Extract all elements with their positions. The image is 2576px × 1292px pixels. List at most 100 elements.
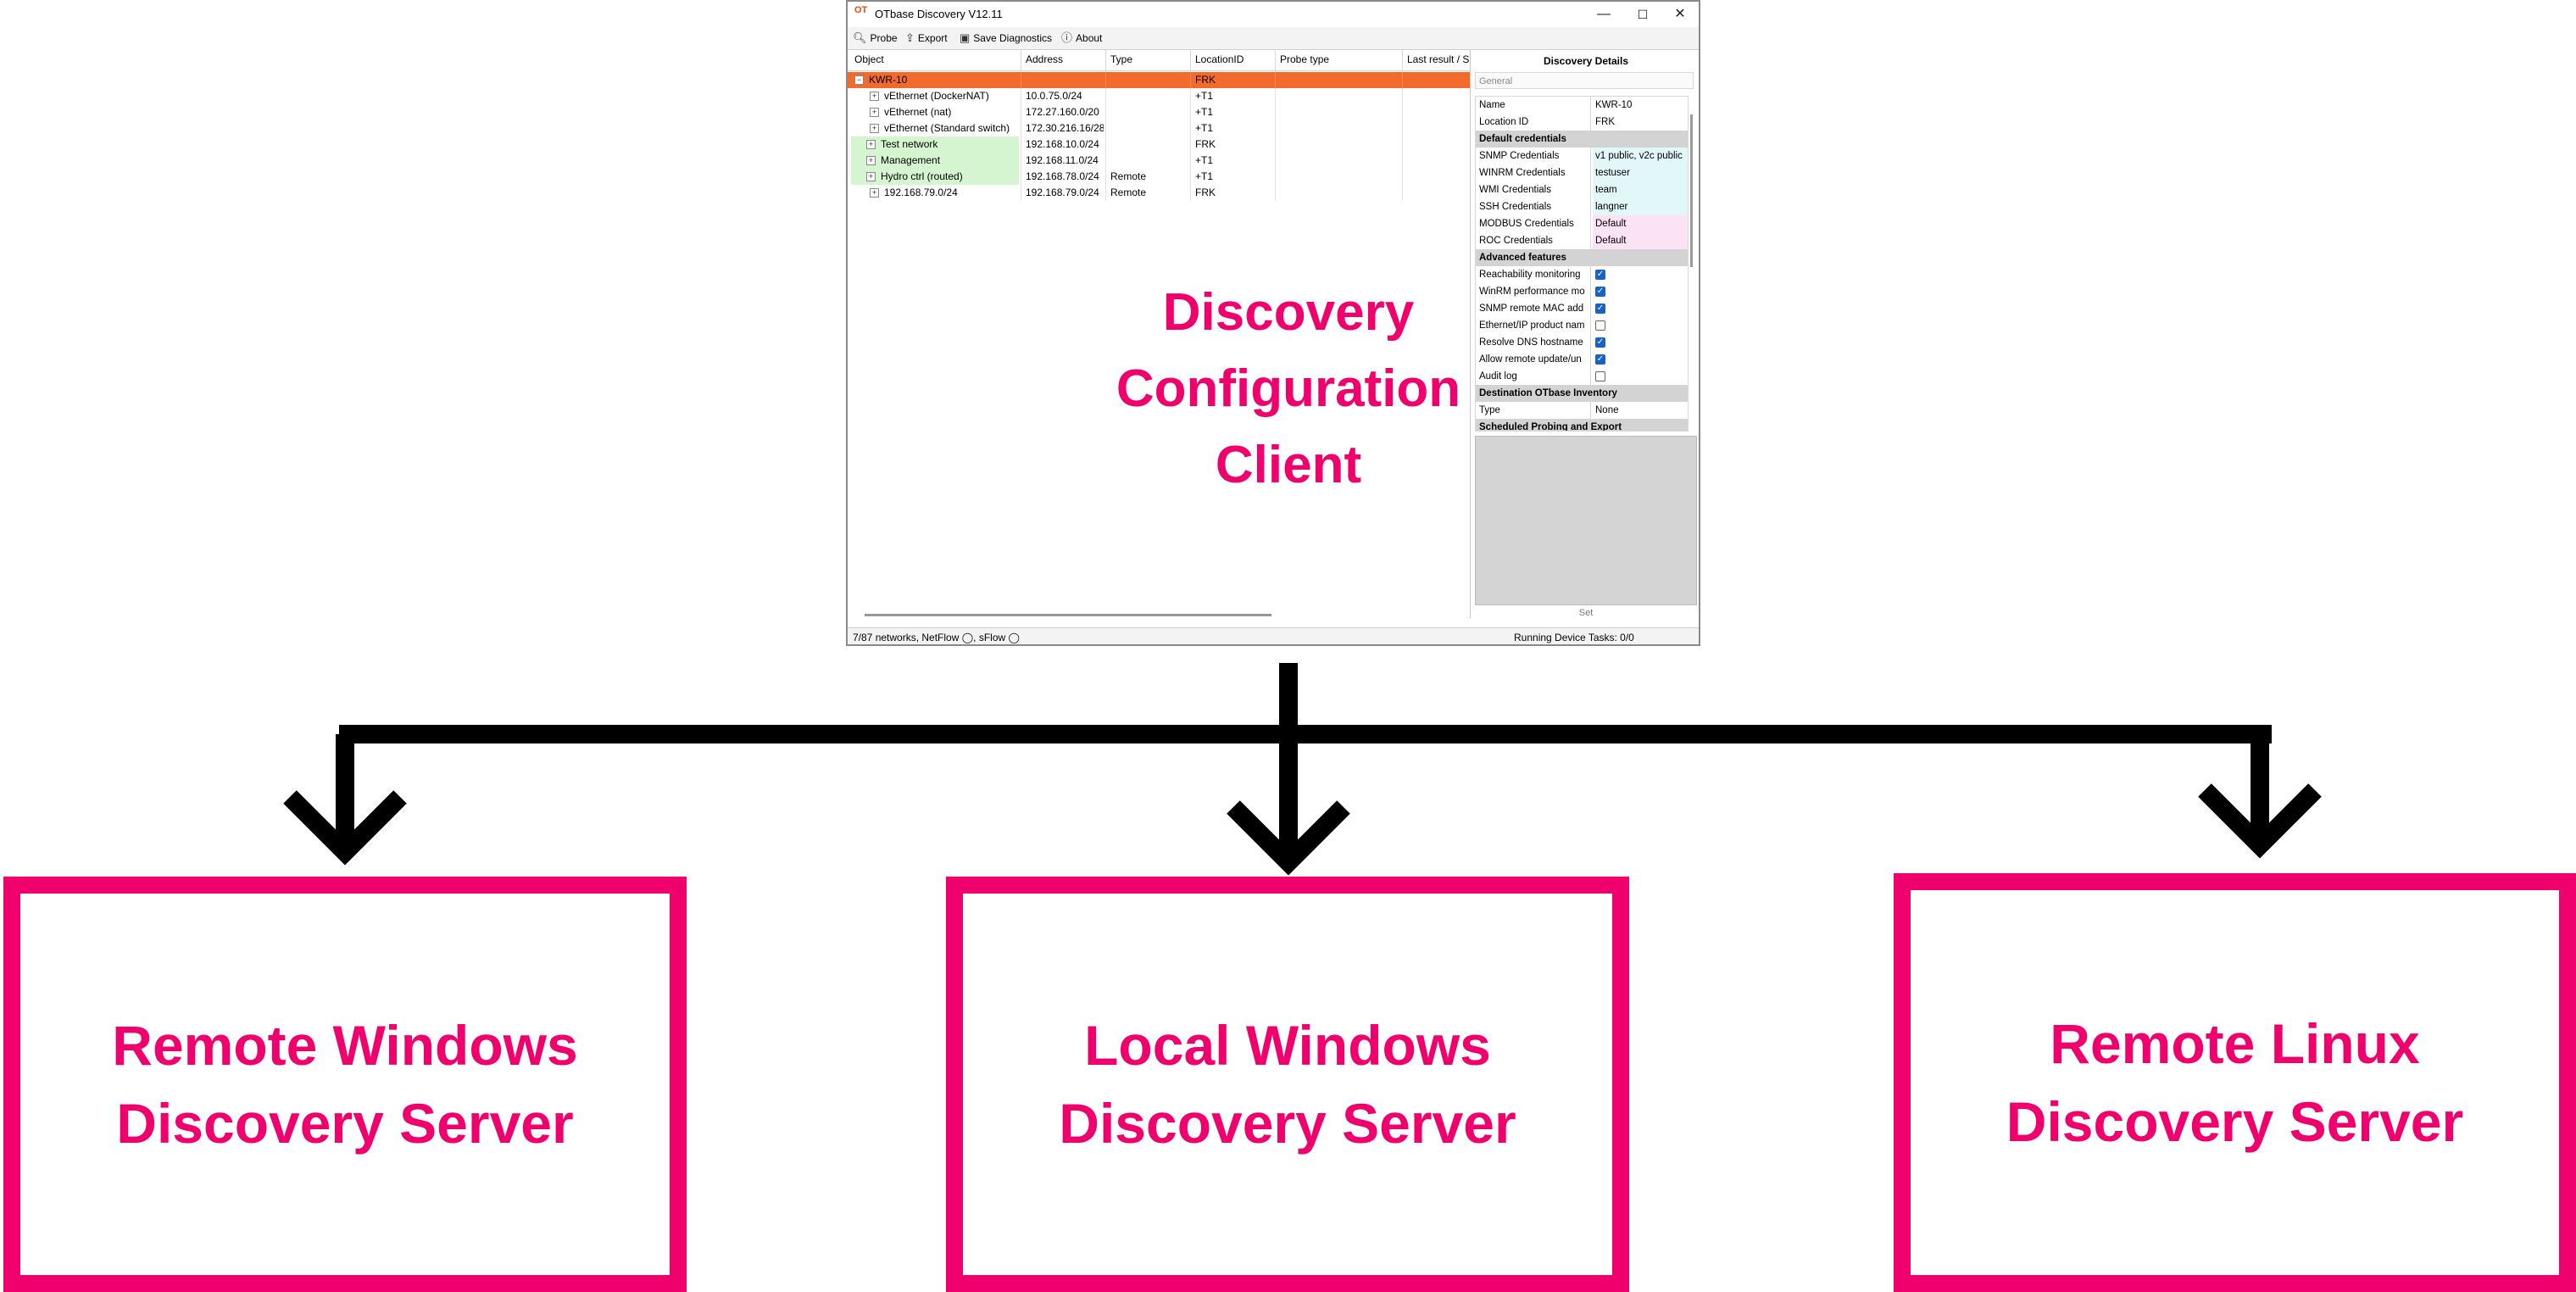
expand-icon[interactable]: +: [870, 108, 879, 118]
expand-icon[interactable]: +: [870, 92, 879, 102]
column-separator[interactable]: [1275, 50, 1276, 70]
remote-windows-server-box: Remote Windows Discovery Server: [3, 877, 687, 1292]
property-value[interactable]: Default: [1593, 232, 1688, 249]
property-value[interactable]: None: [1595, 405, 1619, 415]
cell-address: 192.168.10.0/24: [1026, 138, 1099, 150]
cell-location: +T1: [1195, 122, 1214, 134]
property-value[interactable]: langner: [1593, 198, 1688, 215]
cell-location: FRK: [1195, 138, 1216, 150]
property-allow-remote-update[interactable]: Allow remote update/un ✓: [1476, 351, 1688, 368]
property-value[interactable]: FRK: [1595, 117, 1615, 127]
property-reachability-monitoring[interactable]: Reachability monitoring ✓: [1476, 266, 1688, 283]
property-ethernet-ip-product[interactable]: Ethernet/IP product nam: [1476, 317, 1688, 334]
collapse-icon[interactable]: −: [854, 75, 864, 86]
about-label: About: [1076, 32, 1103, 44]
app-window: OT OTbase Discovery V12.11 — ☐ ✕ 🔍︎ Prob…: [846, 0, 1700, 646]
property-winrm-performance[interactable]: WinRM performance mo ✓: [1476, 283, 1688, 300]
property-winrm-credentials[interactable]: WINRM Credentials testuser: [1476, 164, 1688, 181]
section-default-credentials[interactable]: Default credentials: [1476, 131, 1688, 148]
cell-address: 192.168.11.0/24: [1026, 154, 1099, 166]
property-key: Location ID: [1479, 117, 1529, 127]
info-icon: ⓘ: [1061, 31, 1073, 44]
search-icon: 🔍︎: [853, 31, 867, 44]
cell-address: 192.168.78.0/24: [1026, 170, 1099, 182]
column-header-probe-type[interactable]: Probe type: [1280, 53, 1330, 65]
checkbox-checked[interactable]: ✓: [1595, 354, 1605, 365]
client-label-line: Discovery: [1162, 283, 1415, 342]
checkbox-checked[interactable]: ✓: [1595, 270, 1605, 280]
minimize-button[interactable]: —: [1597, 7, 1611, 21]
expand-icon[interactable]: +: [870, 124, 879, 134]
cell-object: −KWR-10: [854, 72, 1019, 88]
property-value[interactable]: testuser: [1593, 164, 1688, 181]
category-select[interactable]: General: [1475, 72, 1694, 89]
checkbox-checked[interactable]: ✓: [1595, 337, 1605, 348]
probe-button[interactable]: 🔍︎ Probe: [853, 31, 898, 46]
property-type[interactable]: Type None: [1476, 402, 1688, 419]
property-snmp-remote-mac[interactable]: SNMP remote MAC add ✓: [1476, 300, 1688, 317]
maximize-button[interactable]: ☐: [1637, 8, 1649, 21]
column-separator[interactable]: [1105, 50, 1106, 70]
property-snmp-credentials[interactable]: SNMP Credentials v1 public, v2c public: [1476, 148, 1688, 164]
cell-address: 10.0.75.0/24: [1026, 90, 1082, 102]
cell-text: 192.168.79.0/24: [884, 187, 958, 198]
checkbox-checked[interactable]: ✓: [1595, 304, 1605, 314]
checkbox-unchecked[interactable]: [1595, 371, 1605, 381]
property-value[interactable]: Default: [1593, 215, 1688, 232]
expand-icon[interactable]: +: [870, 188, 879, 198]
checkbox-checked[interactable]: ✓: [1595, 287, 1605, 297]
property-roc-credentials[interactable]: ROC Credentials Default: [1476, 232, 1688, 249]
section-scheduled-probing[interactable]: Scheduled Probing and Export: [1476, 419, 1688, 432]
section-destination-inventory[interactable]: Destination OTbase Inventory: [1476, 385, 1688, 402]
property-modbus-credentials[interactable]: MODBUS Credentials Default: [1476, 215, 1688, 232]
table-row[interactable]: +vEthernet (nat)172.27.160.0/20+T1: [848, 104, 1470, 120]
expand-icon[interactable]: +: [866, 172, 876, 182]
property-key: SNMP remote MAC add: [1479, 304, 1584, 314]
column-header-last-result[interactable]: Last result / S: [1407, 53, 1470, 65]
column-separator[interactable]: [1190, 50, 1191, 70]
property-value[interactable]: team: [1593, 181, 1688, 198]
set-button[interactable]: Set: [1578, 608, 1594, 618]
title-bar: OT OTbase Discovery V12.11 — ☐ ✕: [848, 2, 1699, 27]
cell-object: +Hydro ctrl (routed): [851, 169, 1019, 185]
expand-icon[interactable]: +: [866, 156, 876, 166]
checkbox-unchecked[interactable]: [1595, 320, 1605, 331]
box-label-line: Remote Windows: [112, 1014, 578, 1077]
property-location-id[interactable]: Location ID FRK: [1476, 114, 1688, 131]
about-button[interactable]: ⓘ About: [1061, 31, 1102, 46]
grid-header: Object Address Type LocationID Probe typ…: [848, 50, 1470, 71]
property-value[interactable]: KWR-10: [1595, 100, 1633, 110]
property-resolve-dns[interactable]: Resolve DNS hostname ✓: [1476, 334, 1688, 351]
property-value[interactable]: v1 public, v2c public: [1593, 148, 1688, 164]
section-label: Scheduled Probing and Export: [1479, 422, 1622, 432]
column-separator[interactable]: [1402, 50, 1403, 70]
expand-icon[interactable]: +: [866, 140, 876, 150]
property-audit-log[interactable]: Audit log: [1476, 368, 1688, 385]
property-key: Allow remote update/un: [1479, 354, 1582, 365]
column-header-object[interactable]: Object: [854, 53, 884, 65]
cell-type: Remote: [1110, 187, 1147, 198]
export-button[interactable]: ⇪ Export: [905, 31, 948, 46]
property-key: Type: [1479, 405, 1500, 415]
property-ssh-credentials[interactable]: SSH Credentials langner: [1476, 198, 1688, 215]
table-row[interactable]: +vEthernet (Standard switch)172.30.216.1…: [848, 120, 1470, 136]
probe-label: Probe: [870, 32, 898, 44]
column-header-type[interactable]: Type: [1110, 53, 1133, 65]
vertical-scrollbar[interactable]: [1690, 114, 1693, 267]
table-row[interactable]: +vEthernet (DockerNAT)10.0.75.0/24+T1: [848, 88, 1470, 104]
property-wmi-credentials[interactable]: WMI Credentials team: [1476, 181, 1688, 198]
horizontal-scrollbar[interactable]: [865, 614, 1271, 616]
property-name[interactable]: Name KWR-10: [1476, 97, 1688, 114]
section-label: Destination OTbase Inventory: [1479, 388, 1617, 398]
cell-location: +T1: [1195, 170, 1214, 182]
column-header-location[interactable]: LocationID: [1195, 53, 1244, 65]
close-button[interactable]: ✕: [1674, 7, 1686, 21]
column-header-address[interactable]: Address: [1026, 53, 1064, 65]
save-diagnostics-button[interactable]: ▣ Save Diagnostics: [960, 31, 1052, 46]
section-advanced-features[interactable]: Advanced features: [1476, 249, 1688, 266]
